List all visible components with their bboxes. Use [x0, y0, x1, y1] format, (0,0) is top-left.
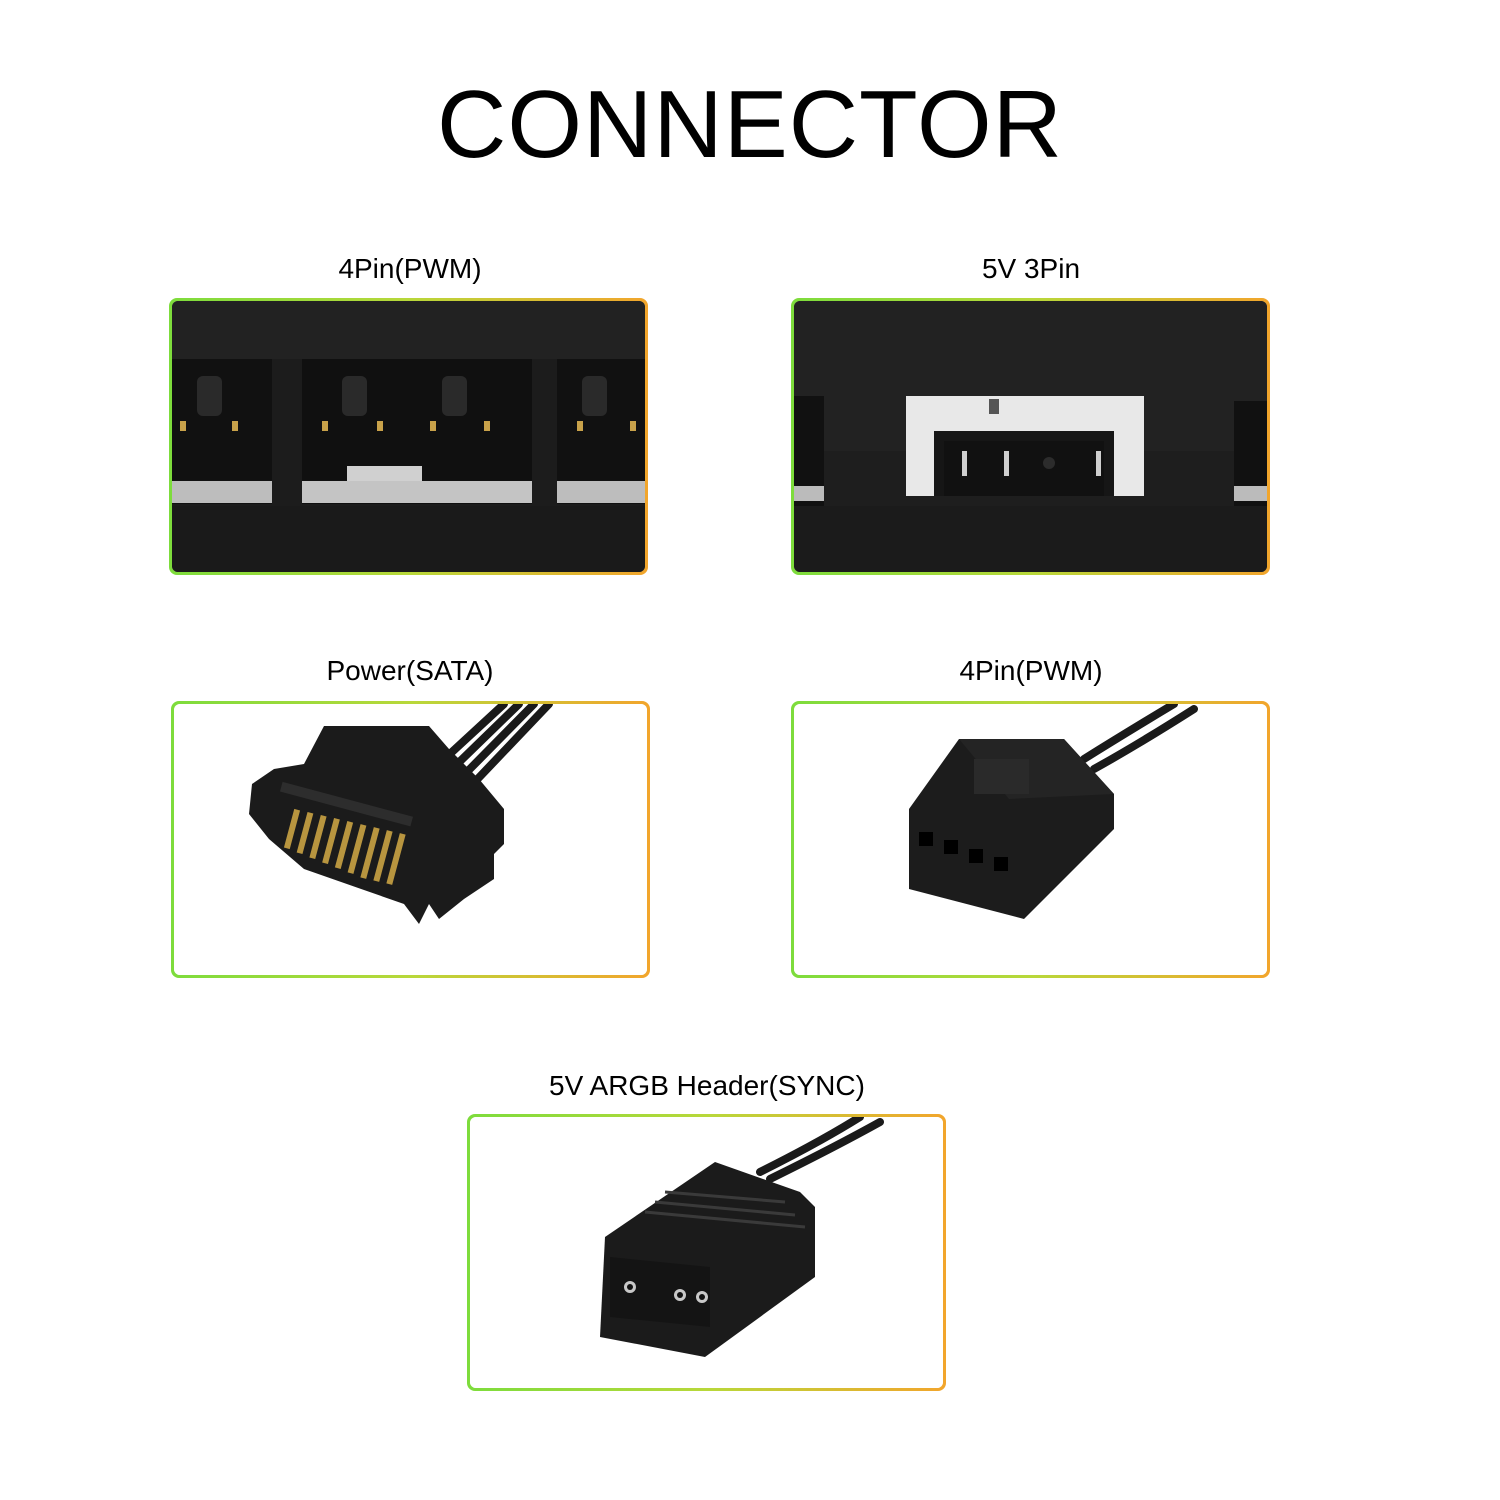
panel-4pin-pwm-hub — [169, 298, 648, 575]
label-4pin-pwm-connector: 4Pin(PWM) — [959, 655, 1103, 686]
sata-connector-photo — [174, 704, 647, 975]
panel-4pin-pwm-connector — [791, 701, 1270, 978]
panel-5v-3pin — [791, 298, 1270, 575]
pwm-connector-photo — [794, 704, 1267, 975]
label-4pin-pwm-hub: 4Pin(PWM) — [338, 253, 482, 284]
page-title: CONNECTOR — [437, 71, 1063, 178]
panel-5v-argb — [467, 1114, 946, 1391]
label-5v-argb: 5V ARGB Header(SYNC) — [549, 1070, 865, 1101]
hub-3pin-photo — [794, 301, 1267, 572]
argb-connector-photo — [470, 1117, 943, 1388]
label-power-sata: Power(SATA) — [326, 655, 494, 686]
hub-4pin-photo — [172, 301, 645, 572]
label-5v-3pin: 5V 3Pin — [981, 253, 1081, 284]
panel-power-sata — [171, 701, 650, 978]
